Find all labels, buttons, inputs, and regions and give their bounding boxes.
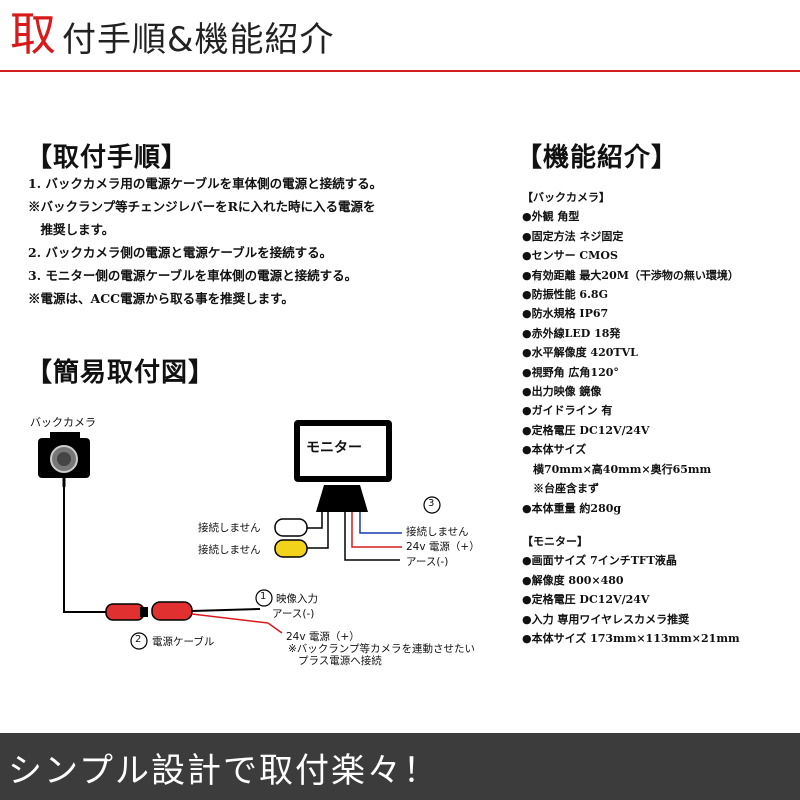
page-header: 取 付手順&機能紹介 <box>0 0 800 72</box>
monitor-power-24v: 24v 電源（+） <box>406 541 480 553</box>
camera-spec-heading: 【バックカメラ】 <box>522 191 610 204</box>
camera-spec-item: ●赤外線LED 18発 <box>522 326 621 340</box>
footer-slogan: シンプル設計で取付楽々！ <box>8 751 439 791</box>
monitor-spec-item: ●本体サイズ 173mm×113mm×21mm <box>522 631 740 645</box>
back-camera-graphic <box>38 432 90 487</box>
video-input-label: 映像入力 <box>276 593 318 605</box>
monitor-spec-item: ●定格電圧 DC12V/24V <box>522 593 650 607</box>
backlamp-note-line1: ※バックランプ等カメラを連動させたい <box>288 643 475 655</box>
monitor-spec-item: ●解像度 800×480 <box>522 573 624 587</box>
install-step: 推奨します。 <box>28 222 115 237</box>
rca-plug-yellow <box>274 539 308 558</box>
rca-plug-cable <box>151 601 193 621</box>
monitor-label: モニター <box>306 440 362 456</box>
camera-label: バックカメラ <box>30 416 96 429</box>
camera-spec-item: ※台座含まず <box>522 482 599 496</box>
wiring-diagram: バックカメラ モニター 接続しません 接続しません 3 接続しません 24v 電… <box>0 400 520 680</box>
install-steps: 1. バックカメラ用の電源ケーブルを車体側の電源と接続する。 ※バックランプ等チ… <box>28 172 448 310</box>
backlamp-note-line2: プラス電源へ接続 <box>298 655 382 667</box>
camera-spec-item: ●出力映像 鏡像 <box>522 385 602 399</box>
no-connect-blue: 接続しません <box>406 526 469 538</box>
camera-spec-item: ●本体サイズ <box>522 443 587 457</box>
step-number-3: 3 <box>428 498 435 509</box>
camera-spec-item: ●本体重量 約280g <box>522 501 622 515</box>
step-number-2: 2 <box>135 634 142 645</box>
monitor-ground: アース(-) <box>406 556 449 568</box>
install-step: 2. バックカメラ側の電源と電源ケーブルを接続する。 <box>28 245 333 260</box>
camera-spec-item: ●固定方法 ネジ固定 <box>522 229 624 243</box>
monitor-spec-heading: 【モニター】 <box>522 534 588 548</box>
no-connect-yellow: 接続しません <box>198 544 261 556</box>
header-title-first-char: 取 <box>10 7 56 61</box>
install-step: ※バックランプ等チェンジレバーをRに入れた時に入る電源を <box>28 199 376 214</box>
install-step: 3. モニター側の電源ケーブルを車体側の電源と接続する。 <box>28 268 358 283</box>
install-section-title: 【取付手順】 <box>26 143 189 173</box>
wiring-diagram-graphic <box>38 420 441 650</box>
monitor-spec-item: ●画面サイズ 7インチTFT液晶 <box>522 554 677 568</box>
rca-plug-camera <box>105 603 148 621</box>
diagram-section-title: 【簡易取付図】 <box>26 358 216 388</box>
camera-spec-item: ●視野角 広角120° <box>522 365 619 379</box>
camera-spec-item: ●防振性能 6.8G <box>522 288 608 302</box>
spec-list: 【バックカメラ】 ●外観 角型 ●固定方法 ネジ固定 ●センサー CMOS ●有… <box>522 188 792 648</box>
power-cable-label: 電源ケーブル <box>152 636 215 648</box>
camera-spec-item: ●外観 角型 <box>522 210 580 224</box>
camera-spec-item: ●ガイドライン 有 <box>522 404 613 418</box>
footer-banner: シンプル設計で取付楽々！ <box>0 733 800 800</box>
no-connect-white: 接続しません <box>198 522 261 534</box>
camera-spec-item: 横70mm×高40mm×奥行65mm <box>522 462 712 476</box>
monitor-graphic <box>294 420 392 512</box>
features-section-title: 【機能紹介】 <box>516 143 679 173</box>
camera-spec-item: ●センサー CMOS <box>522 249 618 263</box>
header-title: 付手順&機能紹介 <box>62 20 335 60</box>
camera-spec-item: ●有効距離 最大20M（干渉物の無い環境） <box>522 268 739 282</box>
camera-spec-item: ●定格電圧 DC12V/24V <box>522 423 650 437</box>
monitor-spec-item: ●入力 専用ワイヤレスカメラ推奨 <box>522 612 690 626</box>
rca-plug-white <box>274 518 308 537</box>
camera-spec-item: ●水平解像度 420TVL <box>522 346 638 360</box>
cable-power-24v: 24v 電源（+） <box>286 631 360 643</box>
step-number-1: 1 <box>260 591 267 602</box>
install-step: 1. バックカメラ用の電源ケーブルを車体側の電源と接続する。 <box>28 176 383 191</box>
install-step: ※電源は、ACC電源から取る事を推奨します。 <box>28 291 294 306</box>
camera-spec-item: ●防水規格 IP67 <box>522 307 609 321</box>
cable-ground-label: アース(-) <box>272 608 315 620</box>
